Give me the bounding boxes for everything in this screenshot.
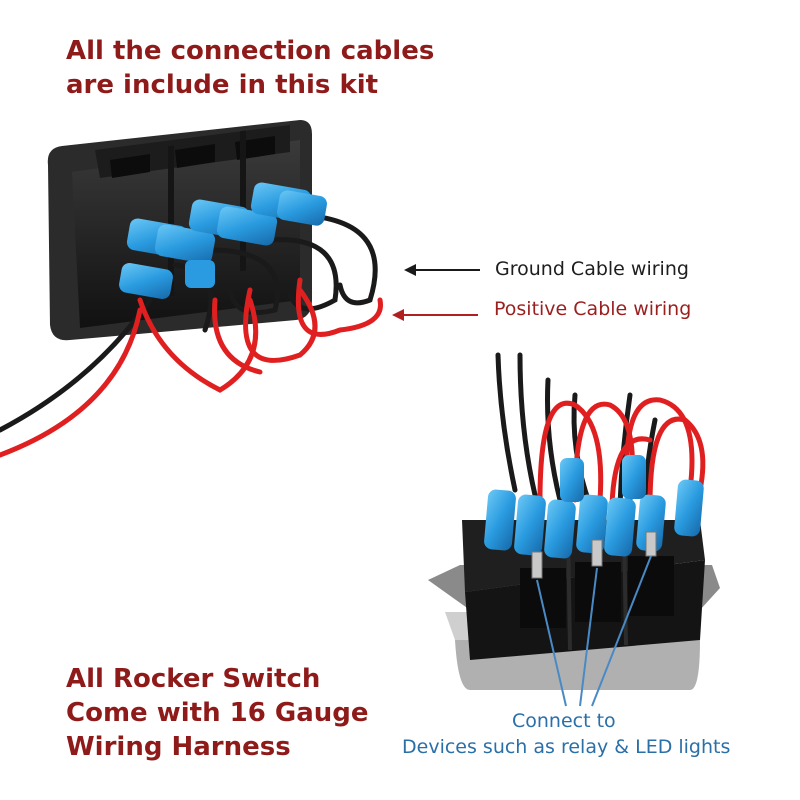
upper-positive-wires xyxy=(0,277,383,458)
ground-cable-label: Ground Cable wiring xyxy=(495,258,689,280)
callout-lines xyxy=(536,555,652,707)
upper-connectors xyxy=(119,182,327,300)
top-caption: All the connection cables are include in… xyxy=(66,36,435,100)
lower-switch-panel xyxy=(428,520,720,690)
lower-terminals xyxy=(531,531,657,579)
positive-cable-label: Positive Cable wiring xyxy=(494,298,692,320)
bottom-caption: All Rocker Switch Come with 16 Gauge Wir… xyxy=(66,664,369,762)
ground-arrow xyxy=(404,264,480,276)
connect-label-line2: Devices such as relay & LED lights xyxy=(402,736,731,758)
positive-arrow xyxy=(392,309,478,321)
lower-connectors xyxy=(484,455,704,559)
lower-positive-wires xyxy=(537,397,706,508)
connect-label-line1: Connect to xyxy=(512,710,616,732)
